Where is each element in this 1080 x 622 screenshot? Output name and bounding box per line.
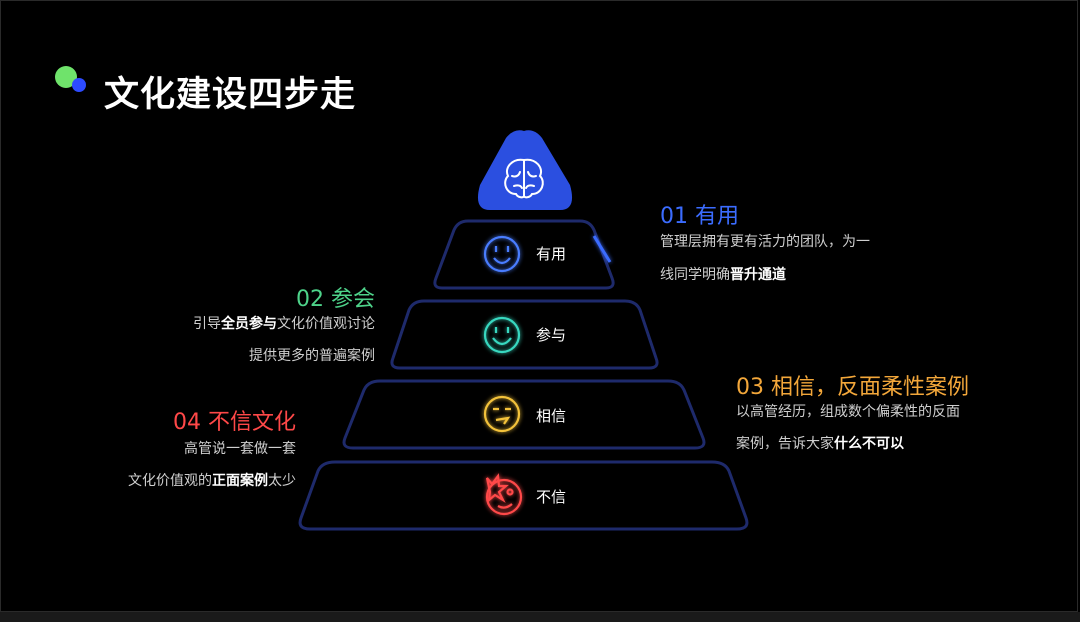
face-red-icon [485,473,523,516]
step-3-desc-line2: 案例，告诉大家什么不可以 [736,436,904,452]
brain-icon [504,158,544,199]
step-2-heading: 02 参会 [296,287,375,312]
step-1-heading: 01 有用 [660,204,739,229]
step-1-desc-line2: 线同学明确晋升通道 [660,267,786,283]
layer-1-outline [433,219,615,290]
step-3-desc-line1: 以高管经历，组成数个偏柔性的反面 [736,404,960,420]
layer-3-label: 相信 [536,407,567,425]
layer-3-outline [342,379,706,450]
accent-blue [592,235,612,263]
bottom-strip [0,612,1080,622]
step-4-desc-line2: 文化价值观的正面案例太少 [128,473,296,489]
logo-dots-icon [55,66,91,96]
layer-4-label: 不信 [536,488,567,506]
step-4-heading: 04 不信文化 [173,410,296,435]
layer-4-outline [298,460,749,531]
step-3-heading: 03 相信，反面柔性案例 [736,375,969,400]
step-1-desc-line1: 管理层拥有更有活力的团队，为一 [660,234,870,250]
smiley-green-icon [483,316,521,354]
layer-1-label: 有用 [536,245,567,263]
step-2-desc-line1: 引导全员参与文化价值观讨论 [193,316,375,332]
step-2-desc-line2: 提供更多的普遍案例 [249,348,375,364]
face-yellow-icon [483,395,521,433]
page-title: 文化建设四步走 [104,75,357,115]
layer-2-label: 参与 [536,326,567,344]
layer-2-outline [390,299,659,370]
step-4-desc-line1: 高管说一套做一套 [184,441,296,457]
smiley-blue-icon [483,235,521,273]
